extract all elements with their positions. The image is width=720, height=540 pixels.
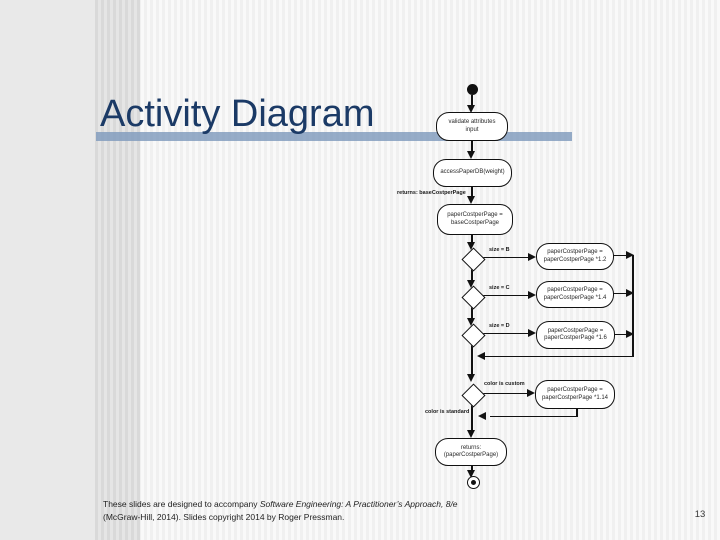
decision-size-b	[461, 246, 486, 272]
connector	[471, 306, 473, 319]
background-stripe-band	[95, 0, 140, 540]
label-size-c: size = C	[489, 285, 510, 291]
connector	[483, 333, 528, 335]
connector	[612, 293, 626, 295]
connector	[471, 139, 473, 152]
label-color-standard: color is standard	[425, 409, 470, 415]
arrow-down-icon	[467, 242, 476, 250]
label-size-b: size = B	[489, 247, 510, 253]
activity-multiply-1-4: paperCostperPage = paperCostperPage *1.4	[536, 281, 614, 308]
connector	[483, 295, 528, 297]
arrow-left-icon	[477, 352, 485, 361]
connector	[471, 344, 473, 375]
footer-text-regular: These slides are designed to accompany	[103, 499, 260, 509]
activity-multiply-1-14: paperCostperPage = paperCostperPage *1.1…	[535, 380, 615, 409]
arrow-down-icon	[467, 196, 476, 204]
arrow-left-icon	[478, 412, 486, 421]
connector	[576, 407, 578, 417]
connector	[612, 255, 626, 257]
arrow-down-icon	[467, 470, 476, 478]
decision-size-d	[461, 322, 486, 348]
decision-color	[461, 382, 486, 408]
decision-size-c	[461, 284, 486, 310]
connector	[471, 185, 473, 197]
connector	[471, 95, 473, 106]
label-returns-base: returns: baseCostperPage	[397, 190, 466, 196]
arrow-down-icon	[467, 318, 476, 326]
arrow-down-icon	[467, 280, 476, 288]
connector	[483, 393, 527, 395]
final-node-core-icon	[471, 480, 476, 485]
arrow-down-icon	[467, 374, 476, 382]
activity-multiply-1-6: paperCostperPage = paperCostperPage *1.6	[536, 321, 615, 349]
label-color-custom: color is custom	[484, 381, 525, 387]
activity-multiply-1-2: paperCostperPage = paperCostperPage *1.2	[536, 243, 614, 270]
arrow-right-icon	[625, 250, 634, 259]
initial-node-icon	[467, 84, 478, 95]
connector	[471, 268, 473, 281]
activity-access-paperdb: accessPaperDB(weight)	[433, 159, 512, 187]
activity-validate-input: validate attributes input	[436, 112, 508, 141]
connector	[613, 334, 626, 336]
connector-merge-rail	[632, 255, 634, 357]
slide-page-number: 13	[694, 509, 706, 520]
arrow-right-icon	[528, 290, 536, 299]
connector	[471, 233, 473, 243]
footer-book-title: Software Engineering: A Practitioner’s A…	[259, 499, 458, 509]
arrow-down-icon	[467, 430, 476, 438]
arrow-right-icon	[625, 288, 634, 297]
footer-text-line2: (McGraw-Hill, 2014). Slides copyright 20…	[103, 512, 345, 522]
connector	[483, 257, 528, 259]
connector	[471, 464, 473, 471]
label-size-d: size = D	[489, 323, 510, 329]
arrow-right-icon	[625, 329, 634, 338]
arrow-down-icon	[467, 105, 476, 113]
connector	[485, 356, 633, 358]
arrow-right-icon	[527, 388, 535, 397]
arrow-right-icon	[528, 328, 536, 337]
footer-credit: These slides are designed to accompany S…	[103, 498, 543, 524]
final-node-icon	[467, 476, 480, 489]
slide-title: Activity Diagram	[100, 93, 375, 135]
arrow-down-icon	[467, 151, 476, 159]
activity-returns: returns: (paperCostperPage)	[435, 438, 507, 466]
connector	[490, 416, 577, 418]
activity-assign-basecost: paperCostperPage = baseCostperPage	[437, 204, 513, 235]
title-underline-bar	[96, 132, 572, 141]
connector	[471, 405, 473, 430]
background-left-band	[0, 0, 95, 540]
arrow-right-icon	[528, 252, 536, 261]
